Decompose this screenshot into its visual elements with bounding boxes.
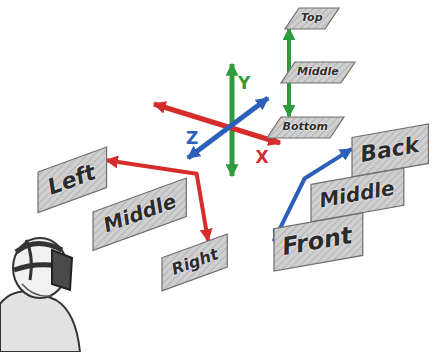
plane-panel: Back	[352, 124, 428, 177]
axis-cross	[154, 64, 280, 176]
plane-hatch	[274, 213, 363, 271]
plane-hatch	[285, 8, 339, 29]
plane-fill	[267, 117, 344, 138]
plane-label: Top	[301, 12, 323, 25]
plane-fill	[162, 234, 227, 291]
plane-panel: Left	[38, 147, 107, 213]
axis-label: Y	[238, 74, 250, 94]
plane-hatch	[162, 234, 227, 291]
plane-hatch	[352, 124, 428, 177]
plane-hatch	[93, 178, 186, 250]
plane-fill	[281, 62, 355, 83]
plane-panel: Bottom	[267, 117, 344, 138]
plane-fill	[352, 124, 428, 177]
plane-label: Middle	[297, 66, 339, 79]
plane-panel: Middle	[281, 62, 355, 83]
plane-panel: Right	[162, 234, 227, 291]
vr-user	[0, 238, 80, 352]
headset-visor	[52, 250, 72, 290]
plane-hatch	[281, 62, 355, 83]
plane-label: Bottom	[283, 121, 328, 134]
plane-panel: Top	[285, 8, 339, 29]
plane-fill	[274, 213, 363, 271]
plane-hatch	[38, 147, 107, 213]
axis-label: X	[256, 148, 269, 168]
plane-panel: Middle	[93, 178, 186, 250]
axis-label: Z	[186, 129, 198, 149]
plane-fill	[93, 178, 186, 250]
user-chin	[22, 284, 52, 296]
user-body	[0, 291, 80, 352]
plane-panel: Front	[274, 213, 363, 271]
plane-fill	[38, 147, 107, 213]
headset-strap	[26, 240, 31, 280]
plane-fill	[285, 8, 339, 29]
y-axis	[230, 64, 235, 176]
plane-hatch	[267, 117, 344, 138]
